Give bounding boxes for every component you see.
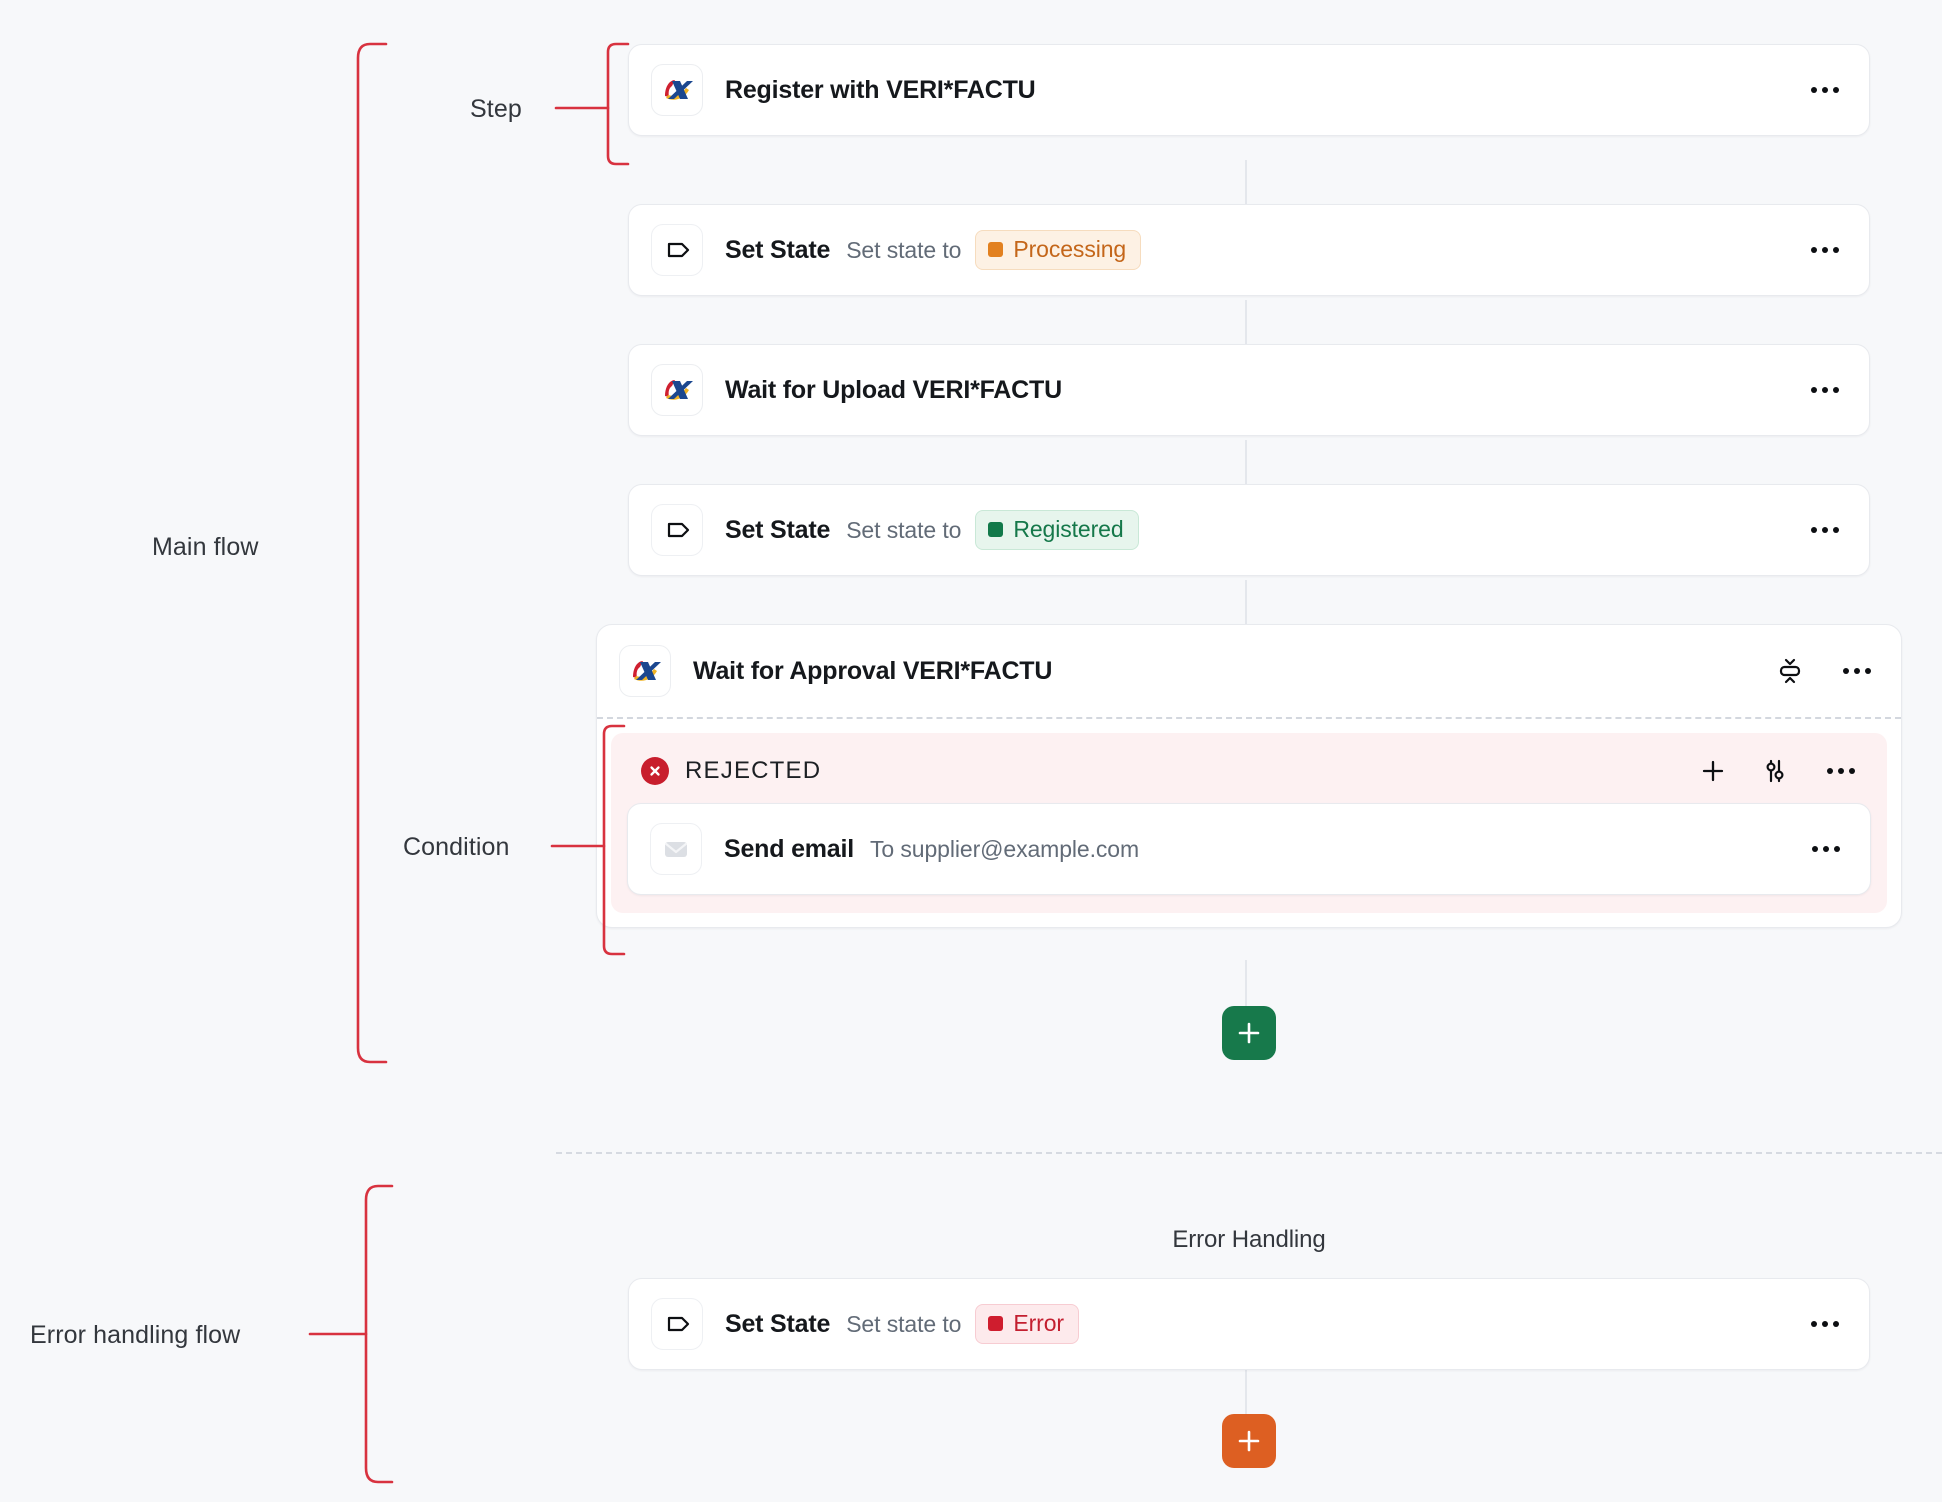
badge-swatch (988, 242, 1004, 257)
step-subtitle: Set state to (846, 236, 962, 263)
status-badge: Registered (975, 510, 1139, 550)
status-badge: Error (975, 1304, 1079, 1344)
step-card-send-email[interactable]: Send email To supplier@example.com (627, 803, 1871, 895)
step-card-register[interactable]: Register with VERI*FACTU (628, 44, 1870, 136)
step-title: Set State (725, 515, 831, 544)
more-options-icon[interactable] (1808, 838, 1844, 860)
badge-label: Registered (1013, 516, 1124, 542)
more-options-icon[interactable] (1807, 519, 1843, 541)
section-divider (597, 717, 1901, 719)
badge-label: Processing (1013, 236, 1127, 262)
badge-swatch (988, 1316, 1004, 1331)
step-title: Send email (724, 834, 854, 863)
badge-label: Error (1013, 1310, 1064, 1336)
more-options-icon[interactable] (1807, 239, 1843, 261)
connector-line (1245, 580, 1247, 624)
badge-swatch (988, 522, 1004, 537)
step-subtitle: Set state to (846, 1310, 962, 1337)
card-actions (1807, 239, 1843, 261)
add-step-button[interactable] (1222, 1006, 1276, 1060)
step-title: Set State (725, 1309, 831, 1338)
step-title: Set State (725, 235, 831, 264)
x-circle-icon (641, 757, 669, 785)
more-options-icon[interactable] (1807, 1313, 1843, 1335)
status-badge: Processing (975, 230, 1142, 270)
wait-approval-header[interactable]: Wait for Approval VERI*FACTU (597, 625, 1901, 717)
condition-block-rejected[interactable]: REJECTED (611, 733, 1887, 913)
condition-header: REJECTED (627, 749, 1871, 803)
error-handling-title: Error Handling (1172, 1226, 1326, 1253)
step-card-wait-approval[interactable]: Wait for Approval VERI*FACTU (596, 624, 1902, 928)
more-options-icon[interactable] (1839, 660, 1875, 682)
connector-line (1245, 1368, 1247, 1414)
step-title: Wait for Approval VERI*FACTU (693, 656, 1053, 685)
step-subtitle: To supplier@example.com (870, 835, 1140, 862)
veri-factu-icon (651, 64, 703, 116)
condition-actions (1699, 757, 1859, 785)
card-actions (1775, 656, 1875, 686)
flow-divider (556, 1152, 1942, 1154)
envelope-icon (650, 823, 702, 875)
tag-icon (651, 504, 703, 556)
connector-line (1245, 440, 1247, 484)
more-options-icon[interactable] (1807, 379, 1843, 401)
card-actions (1807, 379, 1843, 401)
collapse-vertical-icon[interactable] (1775, 656, 1805, 686)
tag-icon (651, 224, 703, 276)
sliders-icon[interactable] (1761, 757, 1789, 785)
step-title: Wait for Upload VERI*FACTU (725, 375, 1062, 404)
card-actions (1807, 79, 1843, 101)
add-error-step-button[interactable] (1222, 1414, 1276, 1468)
more-options-icon[interactable] (1807, 79, 1843, 101)
card-actions (1807, 1313, 1843, 1335)
step-card-set-state-registered[interactable]: Set State Set state to Registered (628, 484, 1870, 576)
step-card-wait-upload[interactable]: Wait for Upload VERI*FACTU (628, 344, 1870, 436)
connector-line (1245, 300, 1247, 344)
connector-line (1245, 960, 1247, 1006)
step-card-set-state-processing[interactable]: Set State Set state to Processing (628, 204, 1870, 296)
veri-factu-icon (651, 364, 703, 416)
veri-factu-icon (619, 645, 671, 697)
step-title: Register with VERI*FACTU (725, 75, 1036, 104)
plus-icon[interactable] (1699, 757, 1727, 785)
card-actions (1808, 838, 1844, 860)
step-subtitle: Set state to (846, 516, 962, 543)
condition-label: REJECTED (685, 757, 822, 784)
step-card-set-state-error[interactable]: Set State Set state to Error (628, 1278, 1870, 1370)
card-actions (1807, 519, 1843, 541)
connector-line (1245, 160, 1247, 204)
tag-icon (651, 1298, 703, 1350)
more-options-icon[interactable] (1823, 760, 1859, 782)
